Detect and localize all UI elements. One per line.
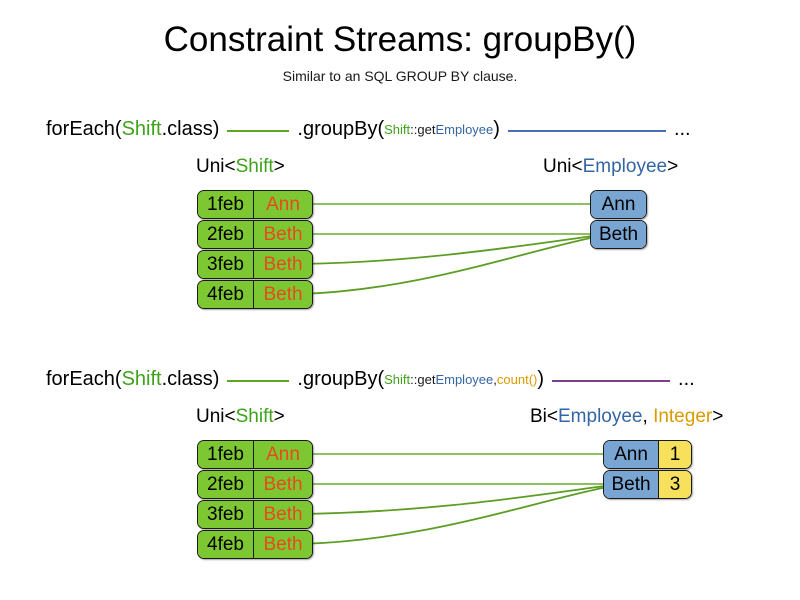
type-label-right-type2-2: Integer: [653, 406, 713, 427]
employee-node[interactable]: Beth: [590, 220, 647, 249]
link-shift4-beth: [300, 235, 601, 295]
shift-node[interactable]: 1feb Ann: [197, 440, 313, 469]
group-by-suffix-2: ): [537, 368, 545, 390]
group-by-arg-method-2: ::get: [410, 372, 436, 387]
shift-node[interactable]: 1feb Ann: [197, 190, 313, 219]
employee-count: 3: [659, 471, 691, 498]
type-label-left-prefix-1: Uni<: [196, 156, 236, 177]
type-label-left-suffix-1: >: [273, 156, 285, 177]
employee-name: Beth: [591, 221, 646, 248]
employee-count-node[interactable]: Beth 3: [603, 470, 692, 499]
employee-count: 1: [659, 441, 691, 468]
type-label-left-1: Uni<Shift>: [196, 156, 285, 178]
shift-date: 2feb: [198, 471, 254, 498]
type-label-right-type-2: Employee: [558, 406, 643, 427]
group-by-arg-method-type-2: Employee: [435, 372, 494, 387]
for-each-type-1: Shift: [121, 118, 162, 140]
group-by-arg-type-1: Shift: [384, 122, 411, 137]
type-label-right-suffix-2: >: [712, 406, 724, 427]
for-each-suffix-2: .class): [161, 368, 220, 390]
type-label-right-separator-2: ,: [642, 406, 654, 427]
connector-groupby-out-2: [552, 379, 671, 382]
type-label-left-prefix-2: Uni<: [196, 406, 236, 427]
shift-node[interactable]: 3feb Beth: [197, 500, 313, 529]
shift-employee: Ann: [254, 441, 312, 468]
shift-employee: Beth: [254, 471, 312, 498]
employee-name: Ann: [604, 441, 659, 468]
shift-node[interactable]: 4feb Beth: [197, 280, 313, 309]
page-title: Constraint Streams: groupBy(): [163, 20, 637, 59]
shift-date: 1feb: [198, 191, 254, 218]
type-label-left-suffix-2: >: [273, 406, 285, 427]
shift-employee: Beth: [254, 501, 312, 528]
link2-shift4-beth: [300, 485, 613, 545]
code-line-2: forEach(Shift.class) .groupBy(Shift::get…: [46, 368, 695, 391]
group-by-arg-count-2: count(): [496, 372, 538, 387]
type-label-right-2: Bi<Employee, Integer>: [530, 406, 723, 428]
for-each-prefix-1: forEach(: [46, 118, 122, 140]
type-label-right-prefix-1: Uni<: [543, 156, 583, 177]
type-label-right-type-1: Employee: [582, 156, 668, 177]
group-by-prefix-1: .groupBy(: [297, 118, 385, 140]
connector-groupby-out-1: [507, 129, 666, 132]
connector-foreach-groupby-1: [227, 129, 290, 132]
shift-employee: Beth: [254, 221, 312, 248]
shift-node[interactable]: 2feb Beth: [197, 470, 313, 499]
shift-date: 4feb: [198, 531, 254, 558]
page-subtitle: Similar to an SQL GROUP BY clause.: [282, 68, 518, 84]
trailing-ellipsis-2: ...: [678, 368, 695, 390]
for-each-type-2: Shift: [121, 368, 162, 390]
shift-date: 3feb: [198, 501, 254, 528]
link2-shift3-beth: [300, 484, 613, 515]
shift-date: 4feb: [198, 281, 254, 308]
employee-node[interactable]: Ann: [590, 190, 647, 219]
for-each-prefix-2: forEach(: [46, 368, 122, 390]
group-by-prefix-2: .groupBy(: [297, 368, 385, 390]
employee-count-node[interactable]: Ann 1: [603, 440, 692, 469]
trailing-ellipsis-1: ...: [673, 118, 691, 140]
shift-date: 3feb: [198, 251, 254, 278]
group-by-arg-method-type-1: Employee: [435, 122, 494, 137]
shift-employee: Beth: [254, 531, 312, 558]
shift-employee: Beth: [254, 251, 312, 278]
employee-name: Ann: [591, 191, 646, 218]
shift-employee: Beth: [254, 281, 312, 308]
type-label-left-type-1: Shift: [235, 156, 274, 177]
link-shift3-beth: [300, 234, 601, 265]
shift-node[interactable]: 2feb Beth: [197, 220, 313, 249]
type-label-right-prefix-2: Bi<: [530, 406, 558, 427]
employee-name: Beth: [604, 471, 659, 498]
connector-foreach-groupby-2: [227, 379, 290, 382]
type-label-left-type-2: Shift: [235, 406, 274, 427]
group-by-arg-type-2: Shift: [384, 372, 411, 387]
group-by-arg-separator-2: ,: [493, 372, 497, 387]
shift-employee: Ann: [254, 191, 312, 218]
type-label-right-suffix-1: >: [667, 156, 679, 177]
for-each-suffix-1: .class): [161, 118, 220, 140]
group-by-arg-method-1: ::get: [410, 122, 436, 137]
group-by-suffix-1: ): [493, 118, 500, 140]
type-label-right-1: Uni<Employee>: [543, 156, 678, 178]
shift-node[interactable]: 4feb Beth: [197, 530, 313, 559]
type-label-left-2: Uni<Shift>: [196, 406, 285, 428]
code-line-1: forEach(Shift.class) .groupBy(Shift::get…: [46, 118, 691, 141]
shift-date: 1feb: [198, 441, 254, 468]
shift-node[interactable]: 3feb Beth: [197, 250, 313, 279]
shift-date: 2feb: [198, 221, 254, 248]
